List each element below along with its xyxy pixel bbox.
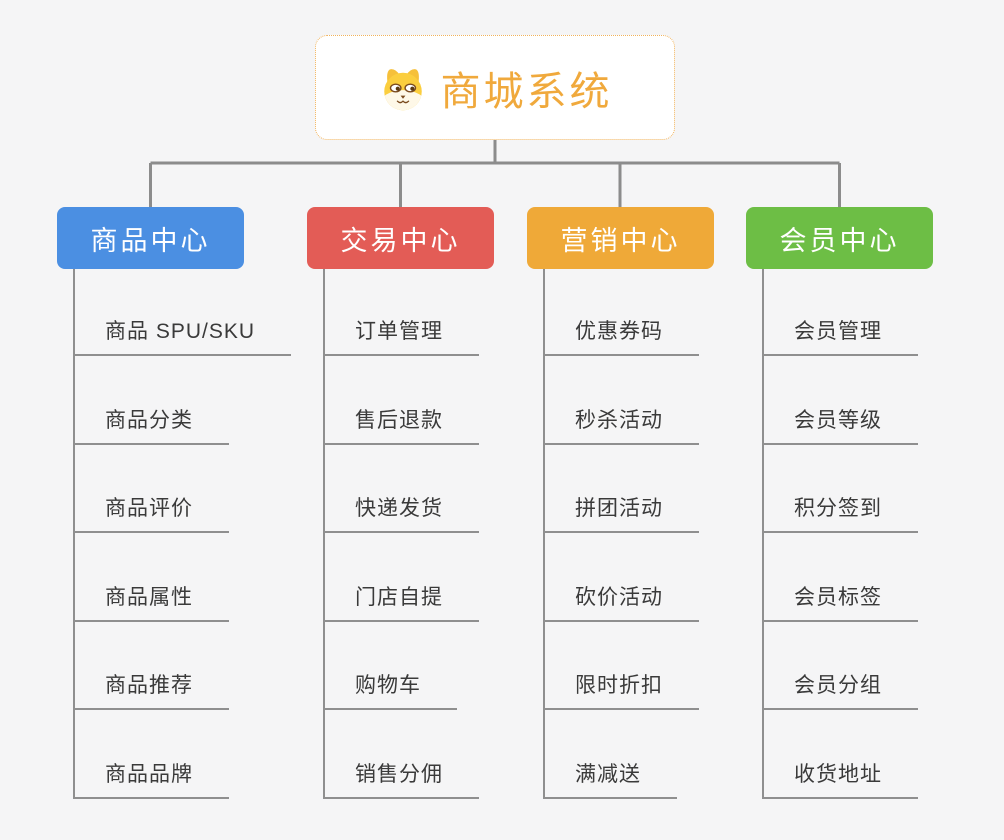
branch-node-label: 商品中心 [90,225,211,256]
child-slot: 砍价活动 [543,533,795,622]
child-slot: 积分签到 [762,445,1004,534]
branch-node-product-center[interactable]: 商品中心 [57,207,244,269]
child-node[interactable]: 优惠券码 [543,315,699,356]
children-column-trade: 订单管理 售后退款 快递发货 门店自提 购物车 销售分佣 [323,269,575,799]
children-column-product: 商品 SPU/SKU 商品分类 商品评价 商品属性 商品推荐 商品品牌 [73,269,325,799]
child-node[interactable]: 商品属性 [73,581,229,622]
child-slot: 收货地址 [762,710,1004,799]
child-node[interactable]: 积分签到 [762,492,918,534]
root-node-label: 商城系统 [440,69,613,114]
child-node[interactable]: 快递发货 [323,492,479,534]
child-slot: 购物车 [323,622,575,711]
child-slot: 会员管理 [762,269,1004,356]
child-slot: 会员标签 [762,533,1004,622]
child-node[interactable]: 商品分类 [73,404,229,445]
child-node[interactable]: 满减送 [543,758,677,799]
child-slot: 拼团活动 [543,445,795,534]
child-slot: 销售分佣 [323,710,575,799]
child-node[interactable]: 购物车 [323,669,457,711]
child-slot: 门店自提 [323,533,575,622]
child-node[interactable]: 售后退款 [323,404,479,445]
child-node[interactable]: 商品评价 [73,492,229,534]
child-slot: 商品 SPU/SKU [73,269,325,356]
dog-face-icon [383,68,422,110]
root-node[interactable]: 商城系统 [315,35,675,140]
children-column-member: 会员管理 会员等级 积分签到 会员标签 会员分组 收货地址 [762,269,1004,799]
child-node[interactable]: 会员分组 [762,669,918,711]
child-slot: 商品推荐 [73,622,325,711]
branch-node-marketing-center[interactable]: 营销中心 [527,207,714,269]
child-node[interactable]: 砍价活动 [543,581,699,622]
child-slot: 快递发货 [323,445,575,534]
branch-node-member-center[interactable]: 会员中心 [746,207,933,269]
child-node[interactable]: 订单管理 [323,315,479,356]
child-node[interactable]: 会员等级 [762,404,918,445]
child-slot: 订单管理 [323,269,575,356]
branch-node-trade-center[interactable]: 交易中心 [307,207,494,269]
child-node[interactable]: 限时折扣 [543,669,699,711]
child-slot: 会员分组 [762,622,1004,711]
child-slot: 限时折扣 [543,622,795,711]
branch-node-label: 交易中心 [340,225,461,256]
child-node[interactable]: 收货地址 [762,758,918,799]
child-node[interactable]: 商品推荐 [73,669,229,711]
child-slot: 商品分类 [73,356,325,445]
child-slot: 会员等级 [762,356,1004,445]
children-column-marketing: 优惠券码 秒杀活动 拼团活动 砍价活动 限时折扣 满减送 [543,269,795,799]
child-slot: 售后退款 [323,356,575,445]
branch-node-label: 会员中心 [779,225,900,256]
child-node[interactable]: 会员管理 [762,315,918,356]
child-node[interactable]: 商品 SPU/SKU [73,315,292,356]
child-slot: 秒杀活动 [543,356,795,445]
child-node[interactable]: 秒杀活动 [543,404,699,445]
child-slot: 满减送 [543,710,795,799]
branch-node-label: 营销中心 [560,225,681,256]
child-node[interactable]: 会员标签 [762,581,918,622]
child-node[interactable]: 商品品牌 [73,758,229,799]
child-node[interactable]: 销售分佣 [323,758,479,799]
child-slot: 商品评价 [73,445,325,534]
child-slot: 商品品牌 [73,710,325,799]
root-connector-line [149,140,841,207]
child-slot: 商品属性 [73,533,325,622]
child-node[interactable]: 拼团活动 [543,492,699,534]
child-slot: 优惠券码 [543,269,795,356]
child-node[interactable]: 门店自提 [323,581,479,622]
